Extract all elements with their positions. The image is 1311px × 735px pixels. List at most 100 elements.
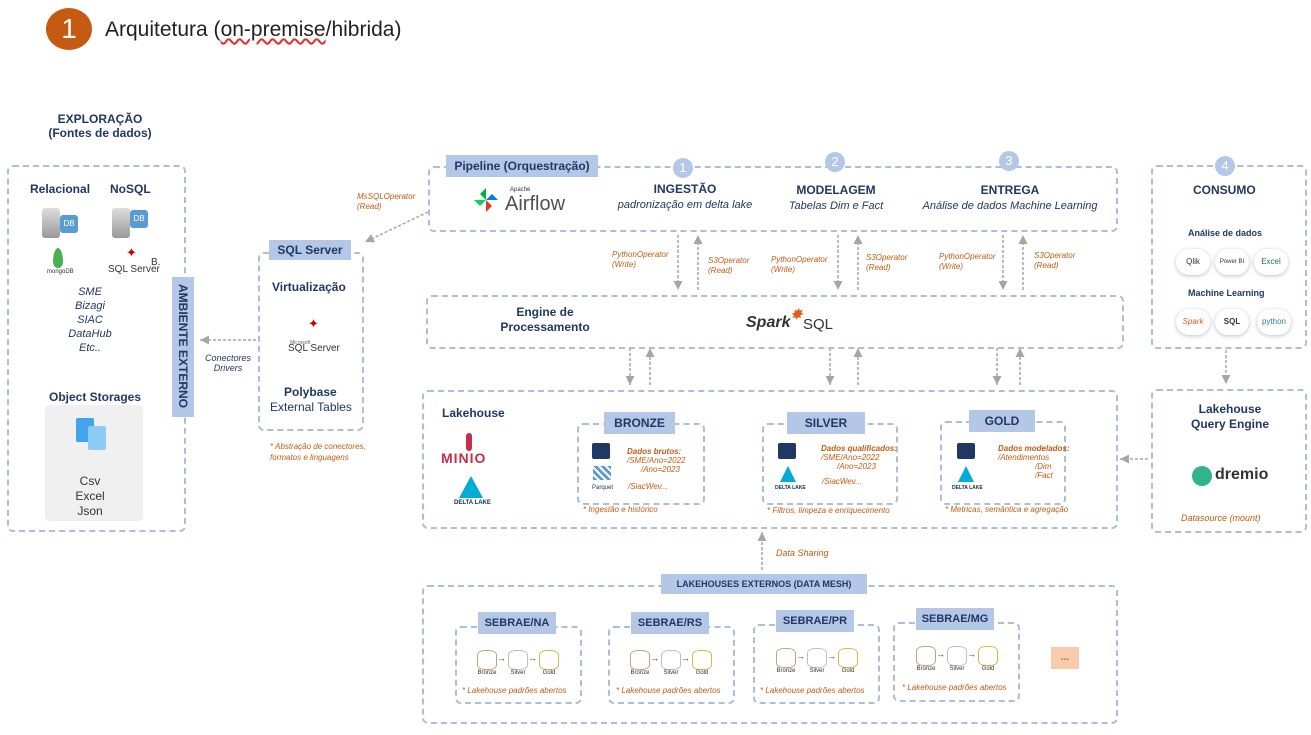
mesh-layer-cylinder-icon bbox=[692, 650, 712, 670]
mesh-item-mg-note: * Lakehouse padrões abertos bbox=[902, 683, 1007, 692]
gold-data: Dados modelados: /Atendimentos /Dim /Fac… bbox=[998, 444, 1070, 480]
mesh-layer-cylinder-icon bbox=[477, 650, 497, 670]
spark-sql-label: SQL bbox=[803, 316, 834, 333]
spark-logo: Spark✸ bbox=[746, 306, 803, 331]
mesh-item-rs-note: * Lakehouse padrões abertos bbox=[616, 686, 721, 695]
silver-deltalake-icon bbox=[780, 466, 796, 482]
operator-label: PythonOperator(Write) bbox=[939, 252, 996, 271]
gold-tag: GOLD bbox=[969, 410, 1035, 432]
minio-logo: MINIO bbox=[441, 450, 487, 466]
mesh-layer-cylinder-icon bbox=[978, 646, 998, 666]
mesh-layer-arrow-icon: → bbox=[796, 651, 805, 661]
bronze-tag: BRONZE bbox=[604, 412, 675, 434]
airflow-pinwheel-icon bbox=[474, 188, 498, 212]
step2-title: MODELAGEM bbox=[796, 183, 876, 197]
ambiente-externo-bar bbox=[172, 277, 194, 417]
consumo-title: CONSUMO bbox=[1193, 183, 1256, 197]
mesh-layer-arrow-icon: → bbox=[967, 649, 976, 659]
mongodb-leaf-icon bbox=[53, 248, 63, 268]
spark-tool-icon: Spark bbox=[1176, 309, 1210, 335]
nosql-label: NoSQL bbox=[110, 182, 151, 196]
mesh-item-pr-tag: SEBRAE/PR bbox=[776, 610, 854, 632]
mesh-layer-label: Gold bbox=[542, 670, 556, 676]
db-badge-nosql: DB bbox=[130, 210, 148, 228]
lakehouse-title: Lakehouse bbox=[442, 406, 505, 420]
bronze-data-siac: /SiacWev... bbox=[628, 482, 668, 491]
arrow-pipeline-to-sqlserver bbox=[364, 211, 429, 243]
analise-dados-label: Análise de dados bbox=[1188, 228, 1263, 238]
object-storages-title: Object Storages bbox=[49, 390, 142, 404]
step2-number: 2 bbox=[825, 152, 845, 172]
silver-note: * Filtros, limpeza e enriquecimento bbox=[767, 506, 890, 515]
mesh-layer-label: Bronze bbox=[916, 666, 936, 672]
mesh-more-box: ... bbox=[1051, 647, 1079, 669]
sql-tool-icon: SQL bbox=[1215, 309, 1249, 335]
sqlserver-tag: SQL Server bbox=[269, 240, 351, 260]
python-tool-icon: python bbox=[1257, 309, 1291, 335]
airflow-apache-label: Apache bbox=[510, 187, 531, 193]
machine-learning-label: Machine Learning bbox=[1188, 288, 1265, 298]
mesh-item-na-note: * Lakehouse padrões abertos bbox=[462, 686, 567, 695]
sqlserver-virt-logo: SQL Server bbox=[288, 343, 340, 354]
mesh-layer-cylinder-icon bbox=[776, 648, 796, 668]
mesh-layer-label: Bronze bbox=[776, 668, 796, 674]
relacional-label: Relacional bbox=[30, 182, 91, 196]
data-sharing-label: Data Sharing bbox=[776, 548, 829, 558]
step2-sub: Tabelas Dim e Fact bbox=[788, 200, 884, 212]
minio-bird-icon bbox=[466, 433, 472, 451]
extra-source-icon: B. bbox=[151, 257, 161, 268]
gold-deltalake-icon bbox=[958, 466, 974, 482]
step1-sub: padronização em delta lake bbox=[617, 199, 753, 211]
virtualizacao-label: Virtualização bbox=[272, 280, 346, 294]
step-number-badge: 1 bbox=[46, 8, 92, 50]
mesh-layer-label: Gold bbox=[981, 666, 995, 672]
bronze-note: * Ingestão e histórico bbox=[583, 505, 658, 514]
step1-number: 1 bbox=[673, 158, 693, 178]
operator-label: PythonOperator(Write) bbox=[612, 250, 669, 269]
mesh-layer-cylinder-icon bbox=[508, 650, 528, 670]
query-engine-box bbox=[1151, 389, 1307, 533]
sqlserver-note: * Abstração de conectores,formatos e lin… bbox=[270, 442, 366, 462]
parquet-label: Parquet bbox=[592, 485, 614, 491]
mesh-layer-label: Silver bbox=[809, 668, 825, 674]
sqlserver-virt-icon: ✦ bbox=[308, 316, 319, 331]
mesh-layer-arrow-icon: → bbox=[650, 653, 659, 663]
mesh-item-rs-tag: SEBRAE/RS bbox=[631, 612, 709, 634]
excel-icon: Excel bbox=[1254, 249, 1288, 275]
silver-tag: SILVER bbox=[787, 412, 865, 434]
mesh-layer-label: Bronze bbox=[630, 670, 650, 676]
ambiente-externo-label: AMBIENTE EXTERNO bbox=[176, 283, 190, 408]
gold-deltalake-label: DELTA LAKE bbox=[952, 485, 983, 491]
sqlserver-virt-small: Microsoft bbox=[290, 340, 311, 346]
db-badge: DB bbox=[60, 215, 78, 233]
step3-title: ENTREGA bbox=[980, 183, 1040, 197]
dremio-fish-icon bbox=[1192, 466, 1212, 486]
mesh-layer-arrow-icon: → bbox=[827, 651, 836, 661]
mesh-layer-label: Silver bbox=[510, 670, 526, 676]
lakehouse-box bbox=[422, 390, 1118, 529]
mesh-layer-cylinder-icon bbox=[916, 646, 936, 666]
mesh-layer-cylinder-icon bbox=[630, 650, 650, 670]
airflow-logo: Airflow bbox=[505, 193, 566, 215]
silver-data: Dados qualificados: /SME/Ano=2022 /Ano=2… bbox=[821, 444, 898, 471]
mesh-layer-label: Gold bbox=[695, 670, 709, 676]
pipeline-tag: Pipeline (Orquestração) bbox=[446, 155, 598, 177]
silver-storage-icon bbox=[778, 443, 796, 459]
mesh-layer-label: Gold bbox=[841, 668, 855, 674]
operator-label: S3Operator(Read) bbox=[866, 253, 908, 272]
mesh-layer-cylinder-icon bbox=[539, 650, 559, 670]
mesh-layer-label: Bronze bbox=[477, 670, 497, 676]
qlik-icon: Qlik bbox=[1176, 249, 1210, 275]
files-icon-2 bbox=[88, 426, 106, 450]
mesh-layer-arrow-icon: → bbox=[497, 653, 506, 663]
silver-data-siac: /SiacWev... bbox=[822, 477, 862, 486]
powerbi-icon: Power BI bbox=[1215, 249, 1249, 275]
operator-label: S3Operator(Read) bbox=[1034, 251, 1076, 270]
mesh-item-pr-note: * Lakehouse padrões abertos bbox=[760, 686, 865, 695]
step3-number: 3 bbox=[999, 151, 1019, 171]
mesh-layer-label: Silver bbox=[949, 666, 965, 672]
